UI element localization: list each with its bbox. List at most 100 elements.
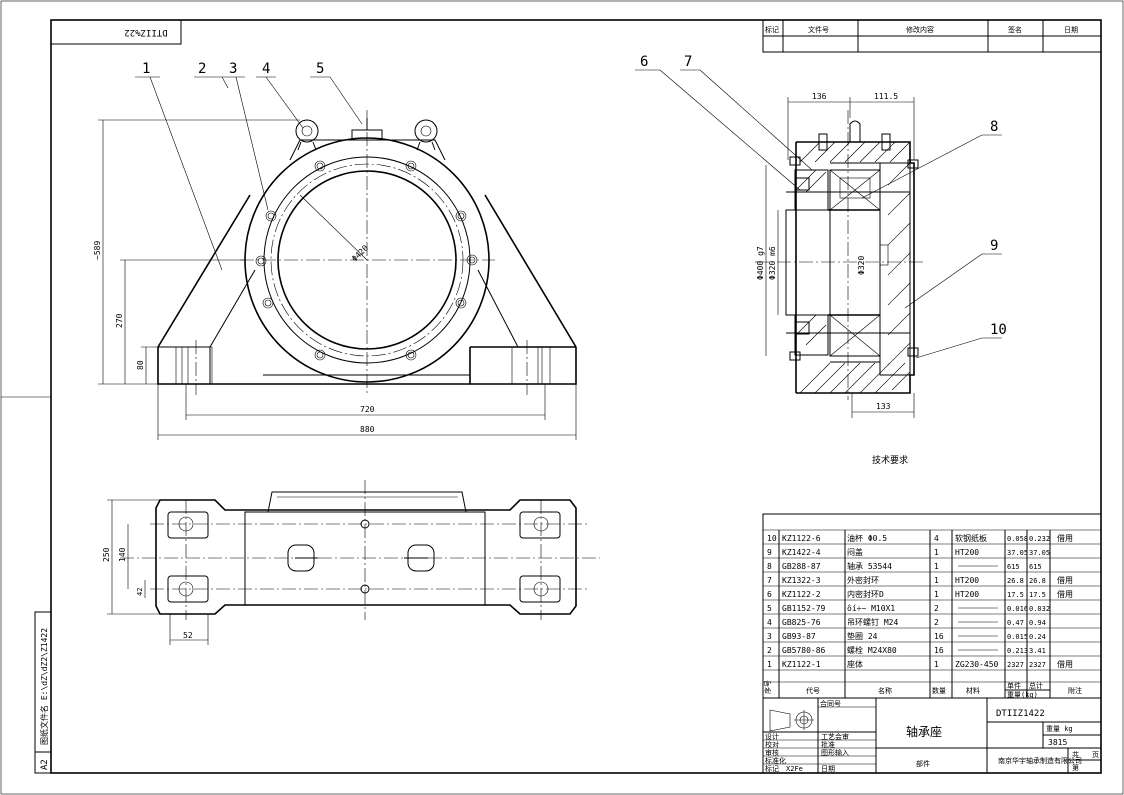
dim-base-length: 880 [360,425,375,434]
dim-height-total: ~589 [93,241,102,260]
bom-header-qty: 数量 [932,686,946,695]
bom-cell-name: ôí÷~ M10X1 [847,603,895,613]
side-filename: 图纸文件名 E:\dZ\dZ2\Z1422 [39,628,49,745]
bom-cell-w1: 0.47 [1007,619,1024,627]
sheet-unit-label: 页 [1092,751,1099,759]
bom-cell-qty: 1 [934,576,939,585]
bom-cell-name: 轴承 53544 [847,561,892,571]
bom-cell-code: KZ1322-3 [782,576,821,585]
bom-cell-qty: 1 [934,590,939,599]
drawing-number: DTIIZ1422 [996,709,1045,719]
inner-frame [50,19,1102,774]
balloon-5: 5 [316,61,324,77]
rev-header-content: 修改内容 [906,25,934,34]
bom-header-no: 序号 [763,680,772,694]
balloon-9: 9 [990,238,998,254]
bom-cell-w2: 0.232 [1029,535,1050,543]
section-view-dimensions: 136 111.5 133 Φ400 g7 Φ320 m6 Φ320 [756,92,915,418]
company-name: 南京华宇轴承制造有限公司 [998,756,1082,765]
balloon-10: 10 [990,322,1007,338]
bom-cell-name: 吊环螺钉 M24 [847,617,898,627]
bom-cell-no: 1 [767,660,772,669]
bom-cell-mat: 软钢纸板 [955,533,987,543]
bom-cell-w2: 0.032 [1029,605,1050,613]
bom-cell-no: 2 [767,646,772,655]
balloon-3: 3 [229,61,237,77]
bom-cell-no: 7 [767,576,772,585]
bom-cell-name: 座体 [847,659,863,669]
plan-view [120,480,600,620]
bom-cell-name: 外密封环 [847,575,879,585]
bom-cell-qty: 2 [934,618,939,627]
balloon-8: 8 [990,119,998,135]
revision-table: 标记 文件号 修改内容 签名 日期 [762,19,1102,53]
role-standard: 标准化 [765,756,786,765]
side-filename-strip: 图纸文件名 E:\dZ\dZ2\Z1422 A2 [34,611,52,774]
bom-cell-w1: 0.016 [1007,605,1028,613]
bom-header-w-unit: 重量(kg) [1007,691,1038,699]
bom-cell-code: KZ1122-1 [782,660,821,669]
dim-section-bearing: Φ320 [857,256,866,275]
dim-bolt-span: 720 [360,405,375,414]
dim-plan-inner: 140 [118,547,127,562]
contract-no-label: 合同号 [820,699,841,708]
dim-section-left: 136 [812,92,827,101]
bom-cell-w2: 2327 [1029,661,1046,669]
dim-section-right: 111.5 [874,92,898,101]
dim-plan-edge: 52 [183,631,193,640]
role-approve: 批准 [821,740,835,749]
sheet-total-label: 共 [1072,750,1079,759]
bom-cell-code: GB5780-86 [782,646,826,655]
section-view [755,110,925,400]
front-view-dimensions: ~589 270 80 720 880 Φ420 [93,119,577,440]
bom-cell-w1: 615 [1007,563,1020,571]
role-design: 设计 [765,732,779,741]
bom-cell-no: 4 [767,618,772,627]
bom-cell-qty: 1 [934,548,939,557]
bom-cell-code: GB93-87 [782,632,816,641]
bom-cell-no: 10 [767,534,777,543]
bom-cell-mat: HT200 [955,548,979,557]
bom-cell-qty: 16 [934,646,944,655]
technical-requirements-title: 技术要求 [872,454,908,466]
dim-height-center: 270 [115,313,124,328]
bom-cell-name: 垫圈 24 [847,631,878,641]
dim-plan-slot: 42 [136,588,144,596]
balloon-1: 1 [142,61,150,77]
rotated-drawing-number: DTIIZ%22 [124,27,167,37]
bom-cell-mat: ZG230-450 [955,660,999,669]
bom-cell-w1: 17.5 [1007,591,1024,599]
bom-cell-code: GB1152-79 [782,604,826,613]
bom-header-code: 代号 [806,686,820,695]
bom-cell-note: 借用 [1057,533,1073,543]
sheet-size-label: A2 [40,759,50,770]
bom-cell-qty: 1 [934,660,939,669]
bom-cell-w2: 0.24 [1029,633,1046,641]
bom-cell-no: 6 [767,590,772,599]
bom-cell-no: 9 [767,548,772,557]
dim-section-shaft: Φ320 m6 [768,246,777,280]
dim-base-height: 80 [136,360,145,370]
bom-cell-name: 螺栓 M24X80 [847,645,897,655]
bom-cell-name: 闷盖 [847,547,863,557]
rev-header-mark: 标记 [765,25,779,34]
role-review: 审核 [765,748,779,757]
bom-cell-no: 5 [767,604,772,613]
rev-header-file-no: 文件号 [808,25,829,34]
title-block: 合同号 轴承座 DTIIZ1422 重量 kg 3815 共 第 页 部件 南京… [762,697,1102,774]
bom-cell-code: GB825-76 [782,618,821,627]
balloon-6: 6 [640,54,648,70]
bom-cell-w2: 17.5 [1029,591,1046,599]
bom-cell-qty: 2 [934,604,939,613]
bom-cell-qty: 4 [934,534,939,543]
bom-cell-code: KZ1122-2 [782,590,821,599]
balloon-7: 7 [684,54,692,70]
role-check: 校对 [765,740,779,749]
category-label: 部件 [916,759,930,768]
sheet-no-label: 第 [1072,763,1079,772]
mark-value: X2Fe [786,765,803,773]
part-name: 轴承座 [906,724,942,739]
